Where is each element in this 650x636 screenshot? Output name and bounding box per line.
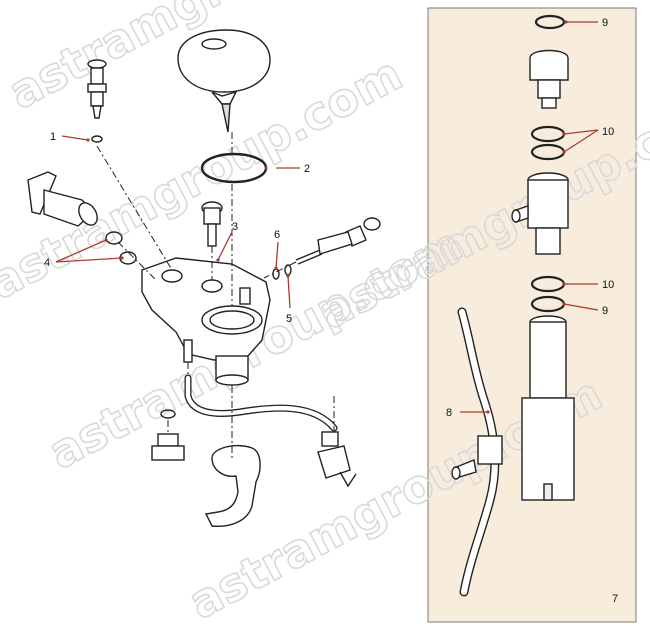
callout-label-9-bottom: 9: [602, 305, 608, 317]
o-ring-part-1: [91, 135, 103, 143]
o-ring-part-4a: [105, 231, 123, 245]
solenoid-part: [201, 201, 223, 247]
valve-shaft-part: [295, 217, 381, 265]
callout-label-7: 7: [612, 593, 618, 605]
callout-label-8: 8: [446, 407, 452, 419]
assembly-guide-lines: [96, 132, 335, 458]
callout-label-9-top: 9: [602, 17, 608, 29]
callout-label-10-top: 10: [602, 126, 614, 138]
wand-clamp-part: [451, 435, 503, 480]
steam-tip-part: [317, 431, 357, 488]
valve-cap-part: [529, 49, 569, 109]
callout-label-4: 4: [44, 257, 50, 269]
o-ring-bottom: [160, 409, 176, 419]
callout-label-2: 2: [304, 163, 310, 175]
callout-label-5: 5: [286, 313, 292, 325]
callout-label-10-bottom: 10: [602, 279, 614, 291]
callout-leaders: [55, 21, 599, 413]
knob-part: [151, 433, 185, 461]
callout-label-6: 6: [274, 229, 280, 241]
callout-dots: [86, 20, 568, 414]
group-body-part: [141, 257, 271, 386]
side-plug-part: [27, 171, 98, 227]
o-ring-part-9-top: [534, 14, 566, 30]
panel-parts: [451, 14, 575, 597]
callout-label-1: 1: [50, 131, 56, 143]
callout-label-3: 3: [232, 221, 238, 233]
main-assembly: [27, 29, 381, 527]
spout-part: [204, 444, 261, 527]
cover-cap-part: [177, 29, 271, 133]
tube-body-part: [521, 315, 575, 501]
valve-stem-part: [87, 59, 107, 119]
valve-housing-part: [511, 172, 569, 255]
